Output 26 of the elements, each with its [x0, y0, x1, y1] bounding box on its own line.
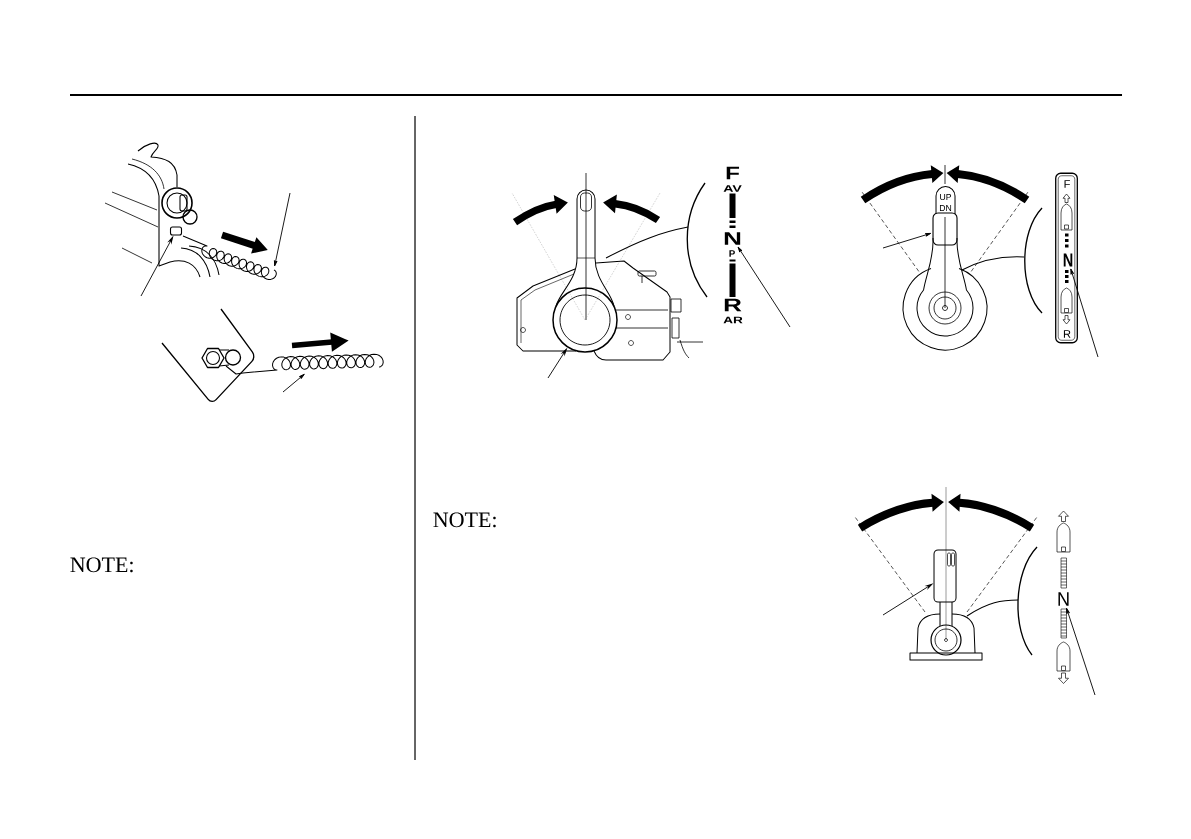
scale-letter: AR: [723, 316, 743, 324]
lanyard-cord: [182, 235, 277, 280]
leader-line: [882, 583, 933, 616]
scale-letter: P: [729, 250, 735, 257]
grip-marking: UP: [940, 194, 952, 201]
leader-line: [1066, 607, 1096, 696]
lanyard-clip: [169, 226, 183, 236]
scale-letter: N: [1058, 592, 1069, 606]
leader-line: [737, 246, 791, 328]
leader-line: [882, 232, 932, 249]
lanyard-cord: [242, 353, 384, 374]
scale-letter: F: [726, 166, 740, 180]
scale-letter: N: [724, 232, 741, 245]
lever-hub: [552, 287, 618, 353]
leader-line: [274, 192, 291, 267]
scale-letter: AV: [723, 185, 742, 192]
scale-letter: N: [1063, 253, 1073, 267]
note-heading: NOTE:: [433, 512, 496, 528]
lever-grip: [933, 549, 957, 603]
leader-line: [1070, 268, 1099, 358]
leader-line: [140, 236, 174, 297]
scale-letter: R: [724, 298, 742, 312]
lever-handle: [932, 212, 958, 246]
note-heading: NOTE:: [70, 557, 133, 573]
leader-line: [547, 348, 567, 379]
leader-line: [282, 373, 305, 393]
